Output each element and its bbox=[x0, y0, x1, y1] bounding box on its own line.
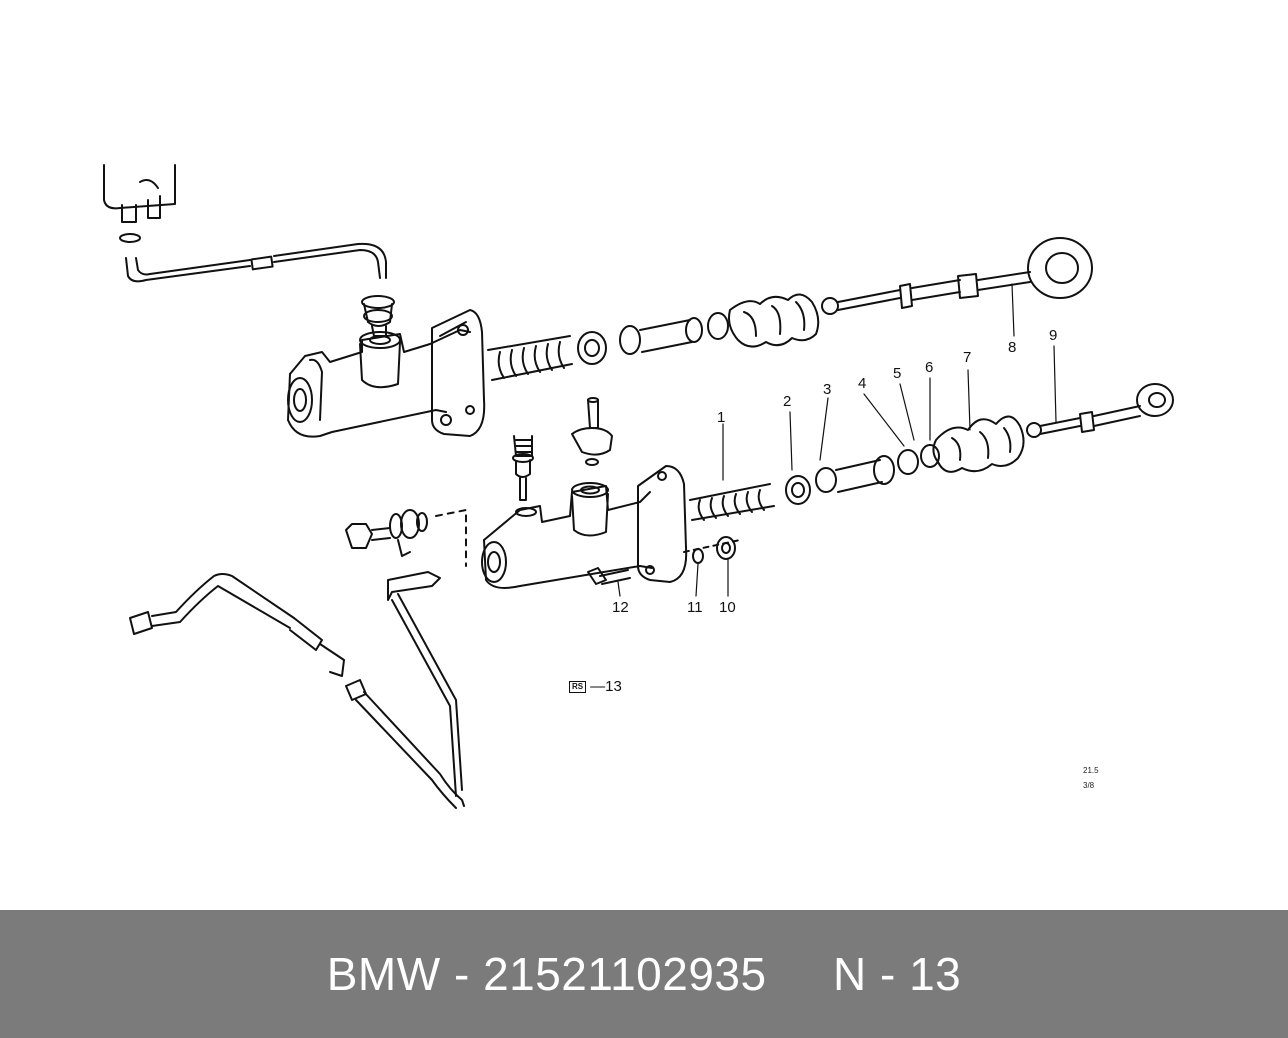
parts-diagram: 1 2 3 4 5 6 7 8 9 10 11 12 RS —13 21.5 3… bbox=[103, 164, 1174, 809]
upper-bellows bbox=[487, 312, 729, 381]
rs-reference-text: —13 bbox=[590, 678, 622, 695]
callout-leaders bbox=[617, 283, 1057, 597]
small-hardware bbox=[587, 536, 741, 585]
callout-9: 9 bbox=[1049, 327, 1058, 344]
clutch-master-cylinder-drawing bbox=[103, 164, 1174, 809]
hydraulic-lines bbox=[129, 571, 465, 809]
callout-5: 5 bbox=[893, 365, 902, 382]
footer-bar: BMW - 21521102935 N - 13 bbox=[0, 910, 1288, 1038]
upper-pushrod bbox=[728, 237, 1093, 348]
callout-7: 7 bbox=[963, 349, 972, 366]
diagram-sheet: 3/8 bbox=[1083, 781, 1095, 790]
callout-3: 3 bbox=[823, 381, 832, 398]
callout-10: 10 bbox=[719, 599, 736, 616]
repair-set-reference: RS —13 bbox=[569, 678, 622, 695]
diagram-code: 21.5 bbox=[1083, 766, 1099, 775]
lower-master-cylinder bbox=[481, 465, 688, 589]
upper-master-cylinder bbox=[287, 295, 486, 438]
lower-pushrod bbox=[932, 383, 1174, 473]
callout-11: 11 bbox=[687, 599, 703, 616]
lower-bellows bbox=[689, 444, 940, 521]
caption-gap bbox=[767, 948, 833, 1000]
footer-caption: BMW - 21521102935 N - 13 bbox=[327, 947, 961, 1001]
callout-1: 1 bbox=[717, 409, 726, 426]
callout-4: 4 bbox=[858, 375, 867, 392]
caption-separator: - bbox=[440, 948, 484, 1000]
callout-6: 6 bbox=[925, 359, 934, 376]
rs-badge: RS bbox=[569, 680, 587, 693]
callout-2: 2 bbox=[783, 393, 792, 410]
banjo-fitting bbox=[345, 509, 467, 567]
reservoir-assembly bbox=[103, 164, 387, 283]
callout-8: 8 bbox=[1008, 339, 1017, 356]
part-number: 21521102935 bbox=[483, 948, 767, 1000]
brand-name: BMW bbox=[326, 948, 441, 1000]
lower-upper-fittings bbox=[512, 397, 613, 501]
group-code: N - 13 bbox=[832, 948, 962, 1000]
callout-12: 12 bbox=[612, 599, 629, 616]
